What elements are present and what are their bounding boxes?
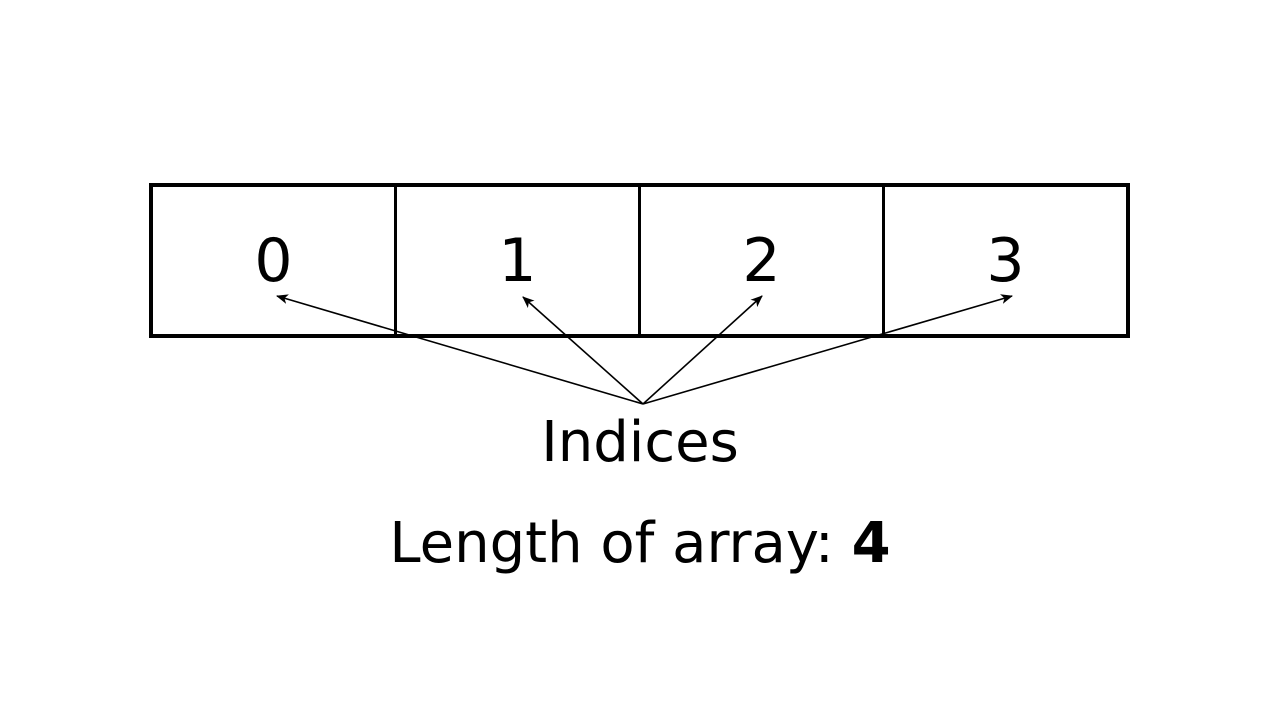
array-cell-0: 0 (153, 187, 397, 334)
length-value: 4 (851, 511, 891, 576)
array-index-label-1: 1 (498, 225, 537, 296)
length-label-text: Length of array: (389, 511, 852, 576)
array-cell-2: 2 (641, 187, 885, 334)
array-diagram: 0 1 2 3 (149, 183, 1130, 338)
indices-label: Indices (541, 410, 739, 475)
array-index-label-3: 3 (986, 225, 1025, 296)
array-cell-1: 1 (397, 187, 641, 334)
array-cell-3: 3 (885, 187, 1126, 334)
array-index-label-0: 0 (254, 225, 293, 296)
array-index-label-2: 2 (742, 225, 781, 296)
length-label: Length of array: 4 (0, 514, 1280, 574)
